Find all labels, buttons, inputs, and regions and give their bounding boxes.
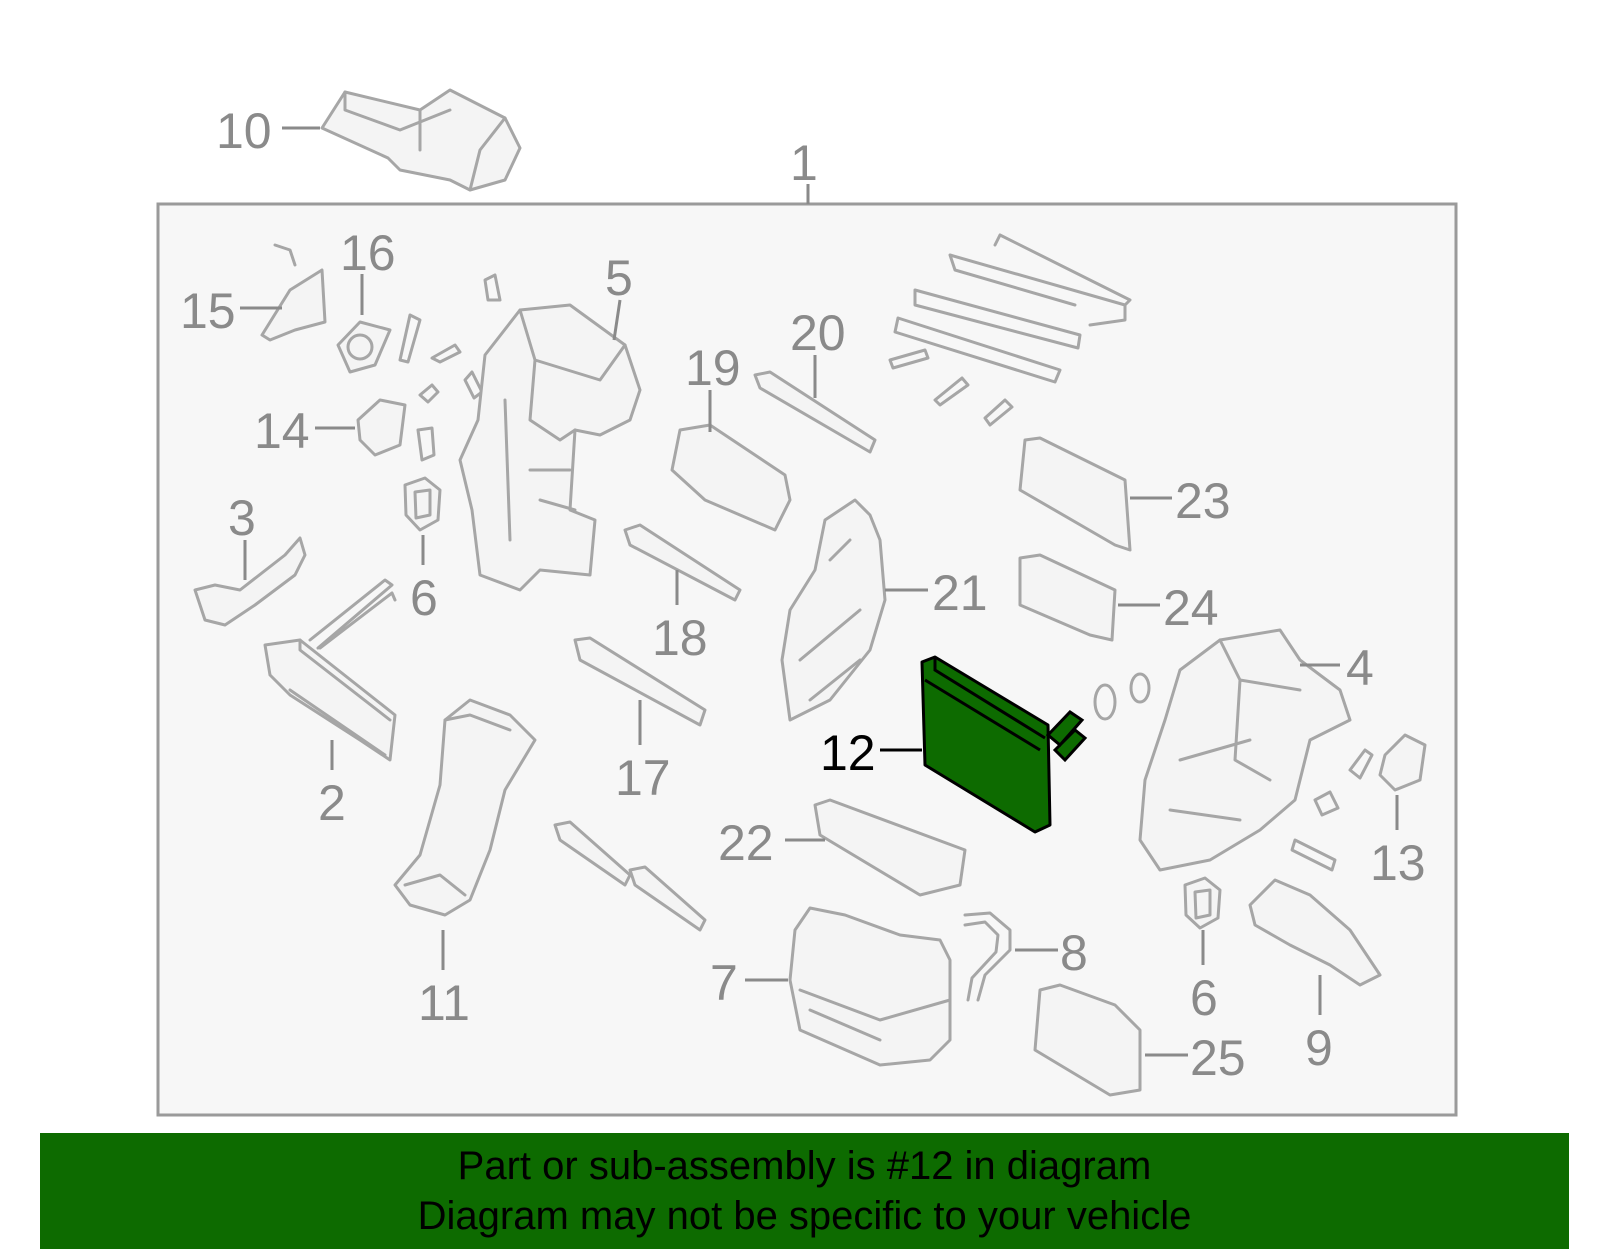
banner-line-1: Part or sub-assembly is #12 in diagram bbox=[457, 1144, 1152, 1188]
part-6-left bbox=[403, 476, 442, 532]
callout-13: 13 bbox=[1370, 835, 1426, 891]
o-ring-b bbox=[1129, 672, 1151, 704]
part-15 bbox=[260, 243, 327, 342]
callout-17: 17 bbox=[615, 750, 671, 806]
callout-6-left: 6 bbox=[410, 570, 438, 626]
part-8 bbox=[963, 911, 1012, 1002]
callout-10: 10 bbox=[216, 103, 272, 159]
leader-5 bbox=[612, 299, 622, 341]
part-22 bbox=[813, 798, 967, 897]
clip-b bbox=[430, 343, 462, 364]
callout-22: 22 bbox=[718, 815, 774, 871]
part-24 bbox=[1018, 553, 1117, 642]
part-14 bbox=[356, 398, 436, 462]
o-ring-a bbox=[1093, 683, 1117, 721]
callout-24: 24 bbox=[1163, 580, 1219, 636]
callout-19: 19 bbox=[685, 340, 741, 396]
part-17 bbox=[573, 636, 707, 727]
info-banner: Part or sub-assembly is #12 in diagram D… bbox=[40, 1133, 1569, 1249]
callout-3: 3 bbox=[228, 490, 256, 546]
part-25 bbox=[1033, 983, 1142, 1097]
callout-23: 23 bbox=[1175, 473, 1231, 529]
callout-6-right: 6 bbox=[1190, 970, 1218, 1026]
callout-2: 2 bbox=[318, 775, 346, 831]
callout-12: 12 bbox=[820, 725, 876, 781]
part-2 bbox=[263, 578, 397, 762]
callout-21: 21 bbox=[932, 565, 988, 621]
part-7 bbox=[788, 906, 952, 1067]
door-b bbox=[628, 865, 707, 932]
door-a bbox=[553, 820, 632, 887]
part-4 bbox=[1138, 628, 1352, 872]
callout-8: 8 bbox=[1060, 925, 1088, 981]
callout-14: 14 bbox=[254, 403, 310, 459]
part-3 bbox=[193, 536, 307, 627]
callout-16: 16 bbox=[340, 225, 396, 281]
part-19 bbox=[670, 423, 792, 532]
callout-25: 25 bbox=[1190, 1030, 1246, 1086]
callout-20: 20 bbox=[790, 305, 846, 361]
callout-4: 4 bbox=[1346, 640, 1374, 696]
callout-1: 1 bbox=[790, 135, 818, 191]
clip-c bbox=[483, 273, 502, 302]
clip-d bbox=[418, 383, 440, 404]
callout-15: 15 bbox=[180, 283, 236, 339]
callout-18: 18 bbox=[652, 610, 708, 666]
part-20 bbox=[753, 370, 877, 454]
callout-11: 11 bbox=[418, 975, 470, 1031]
part-6-right bbox=[1183, 876, 1222, 930]
callout-9: 9 bbox=[1305, 1020, 1333, 1076]
part-23 bbox=[1018, 436, 1132, 552]
part-21 bbox=[780, 498, 887, 722]
part-18 bbox=[623, 523, 742, 602]
part-13 bbox=[1313, 733, 1427, 817]
clip-a bbox=[398, 313, 422, 364]
banner-line-2: Diagram may not be specific to your vehi… bbox=[417, 1194, 1192, 1238]
callout-7: 7 bbox=[710, 955, 738, 1011]
clip-f bbox=[1290, 838, 1337, 872]
part-12-highlighted bbox=[920, 655, 1088, 834]
part-10 bbox=[320, 88, 522, 192]
part-11 bbox=[393, 698, 537, 917]
seal-strips bbox=[888, 233, 1132, 427]
part-9 bbox=[1248, 878, 1382, 987]
part-16 bbox=[336, 320, 392, 374]
callout-5: 5 bbox=[605, 250, 633, 306]
part-5 bbox=[458, 303, 642, 592]
